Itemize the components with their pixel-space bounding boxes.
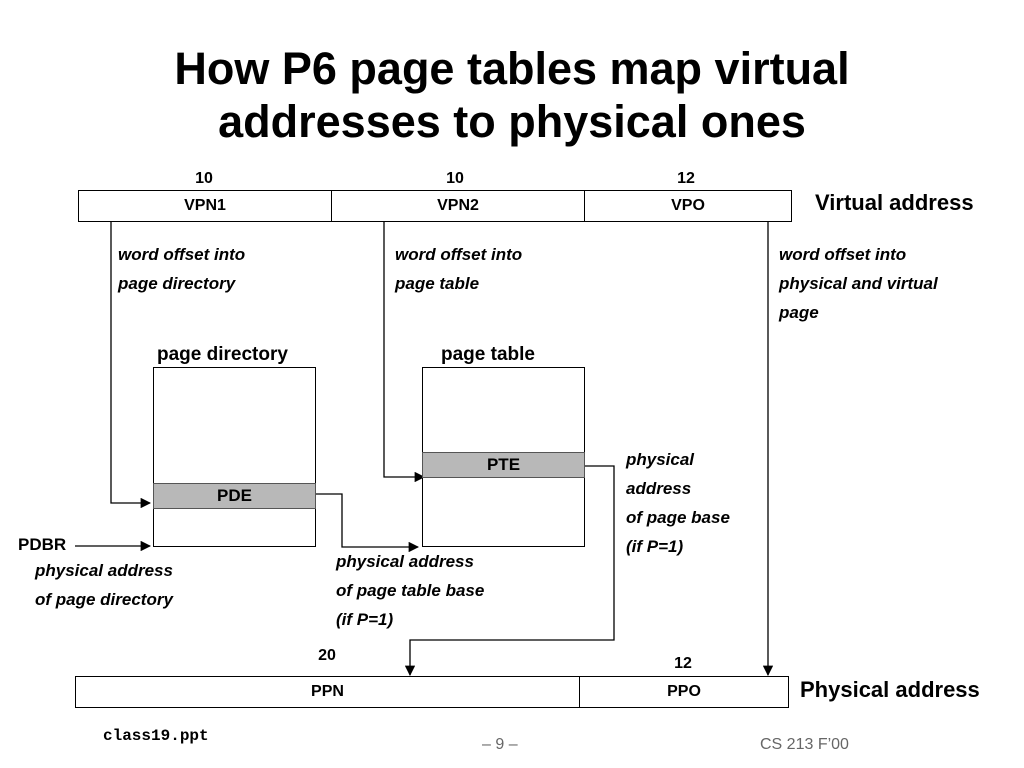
vpn1-to-pde-arrow xyxy=(110,222,152,509)
pdbr-label: PDBR xyxy=(18,535,67,554)
vpn2-field: VPN2 xyxy=(331,190,585,222)
slide-title: How P6 page tables map virtual addresses… xyxy=(0,42,1024,148)
footer-course: CS 213 F’00 xyxy=(760,736,849,753)
vpo-field: VPO xyxy=(584,190,792,222)
page-directory-table xyxy=(153,367,316,547)
footer-page-number: – 9 – xyxy=(482,736,518,753)
ppo-field: PPO xyxy=(579,676,789,708)
title-line-2: addresses to physical ones xyxy=(218,96,806,147)
pde-note: physical address of page table base (if … xyxy=(336,552,485,629)
vpn1-field: VPN1 xyxy=(78,190,332,222)
vpo-note: word offset into physical and virtual pa… xyxy=(779,245,938,322)
vpn2-note: word offset into page table xyxy=(395,245,523,293)
pte-entry: PTE xyxy=(422,452,585,478)
vpn1-bits: 10 xyxy=(195,170,213,187)
pde-to-page-table-arrow xyxy=(315,493,420,553)
ppo-bits: 12 xyxy=(674,655,692,672)
vpo-bits: 12 xyxy=(677,170,695,187)
title-line-1: How P6 page tables map virtual xyxy=(174,43,850,94)
vpn2-bits: 10 xyxy=(446,170,464,187)
vpn1-note: word offset into page directory xyxy=(118,245,246,293)
pte-note: physical address of page base (if P=1) xyxy=(626,450,730,556)
footer-file: class19.ppt xyxy=(103,727,209,745)
virtual-address-label: Virtual address xyxy=(815,190,974,215)
physical-address-label: Physical address xyxy=(800,677,980,702)
ppn-bits: 20 xyxy=(318,647,336,664)
pdbr-note: physical address of page directory xyxy=(35,561,173,609)
page-table-label: page table xyxy=(441,344,535,365)
ppn-field: PPN xyxy=(75,676,580,708)
pte-to-ppn-arrow xyxy=(404,465,615,677)
page-directory-label: page directory xyxy=(157,344,288,365)
pde-entry: PDE xyxy=(153,483,316,509)
vpn2-to-pte-arrow xyxy=(383,222,426,483)
